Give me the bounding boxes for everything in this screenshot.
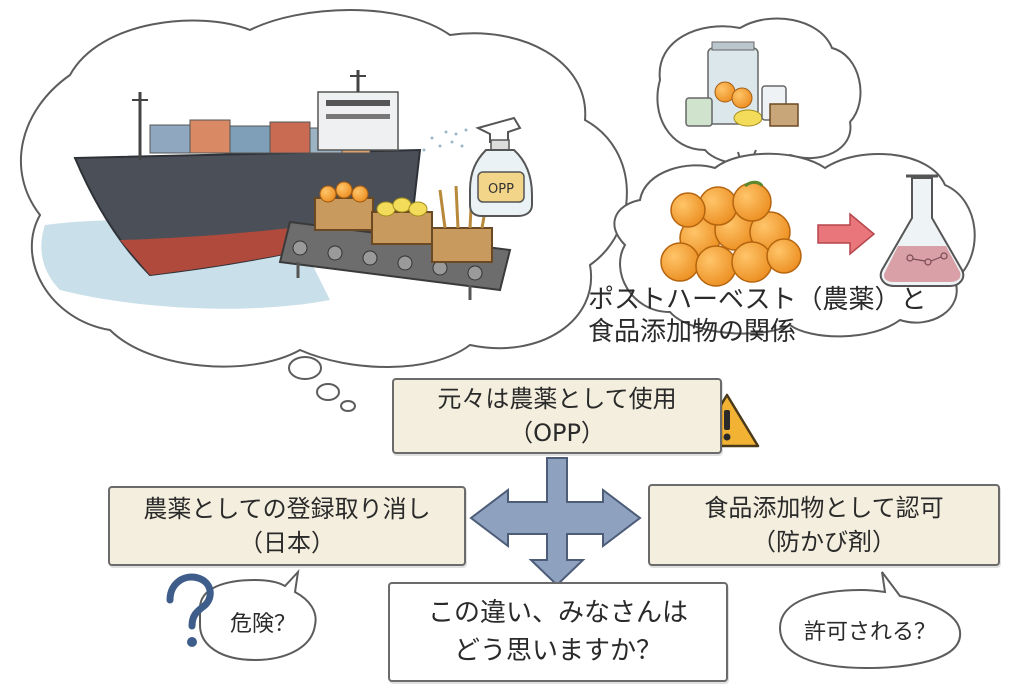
question-box-line1: この違い、みなさんは [427,598,688,628]
spray-bottle: OPP [422,116,533,217]
red-arrow [817,212,876,256]
flask-icon [879,174,965,287]
left-speech-bubble [199,568,317,662]
allowed-question-text: 許可される？ [803,620,936,645]
diagram-title-line2: 食品添加物の関係 [588,317,797,347]
oranges [660,180,802,287]
pesticide-box-line2: （日本） [239,529,335,557]
food-additive-box: 食品添加物として認可 （防かび剤） [648,484,1000,566]
origin-box-line2: （OPP） [509,419,605,447]
right-speech-bubble [778,571,962,670]
origin-box: 元々は農薬として使用 （OPP） [392,378,722,454]
lemon-crate [371,197,433,245]
question-box-line2: どう思いますか？ [453,636,662,666]
spray-label: OPP [488,182,514,197]
question-box: この違い、みなさんは どう思いますか？ [388,582,728,682]
origin-box-line1: 元々は農薬として使用 [437,385,677,413]
question-mark-icon [166,573,214,647]
food-additive-box-line2: （防かび剤） [752,528,896,556]
diagram-title-line1: ポストハーベスト（農薬）と [588,285,927,315]
orange-crate [314,181,374,231]
food-additive-box-line1: 食品添加物として認可 [704,494,944,522]
food-jars-cloud [656,17,862,178]
cross-arrows [469,457,642,587]
pesticide-box-line1: 農薬としての登録取り消し [143,495,431,523]
danger-question-text: 危険？ [229,612,296,637]
pesticide-registration-box: 農薬としての登録取り消し （日本） [108,486,466,566]
conveyor-belt [278,220,512,300]
